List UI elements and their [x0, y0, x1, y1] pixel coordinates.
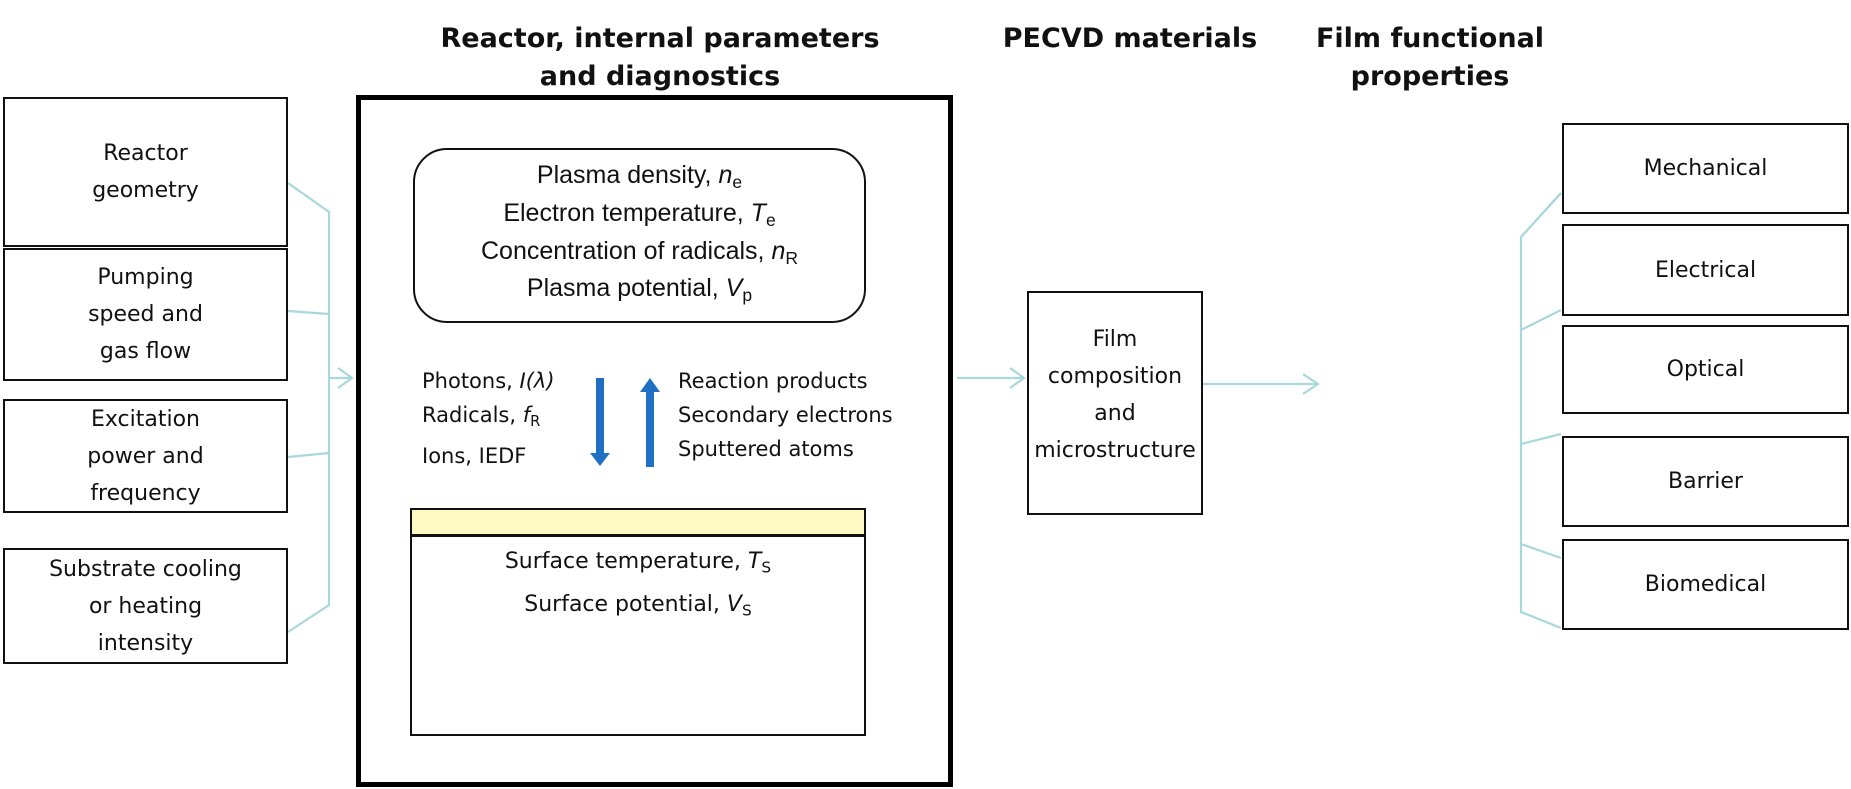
up-arrow-head-icon	[640, 378, 660, 392]
film-to-properties-arrowhead	[1302, 373, 1320, 395]
input-text: Substrate cooling	[49, 556, 242, 582]
flux-down-item: Photons, I(λ)	[422, 369, 555, 393]
property-connector-optical	[1520, 432, 1562, 446]
flux-up-item: Sputtered atoms	[678, 437, 854, 461]
flux-up-item: Secondary electrons	[678, 403, 893, 427]
flux-up-list: Reaction products Secondary electrons Sp…	[678, 364, 893, 466]
property-label: Optical	[1666, 357, 1745, 382]
plasma-parameter: Plasma density, ne	[536, 160, 743, 192]
surface-parameter-subscript: S	[741, 601, 752, 620]
property-box-mechanical: Mechanical	[1562, 123, 1849, 214]
surface-parameter: Surface potential, VS	[524, 592, 752, 620]
flux-down-list: Photons, I(λ) Radicals, fR Ions, IEDF	[422, 364, 555, 473]
property-box-biomedical: Biomedical	[1562, 539, 1849, 630]
film-composition-box: Film composition and microstructure	[1027, 291, 1203, 515]
reactor-header: Reactor, internal parameters and diagnos…	[420, 20, 900, 96]
surface-parameter-symbol: V	[726, 592, 742, 618]
property-label: Mechanical	[1643, 156, 1768, 181]
plasma-parameter-symbol: n	[718, 160, 733, 189]
input-box-pumping: Pumping speed and gas flow	[3, 248, 288, 381]
plasma-parameter: Electron temperature, Te	[503, 198, 776, 230]
reactor-frame	[356, 95, 953, 787]
input-connector-3	[287, 451, 330, 459]
flux-up-item: Reaction products	[678, 369, 868, 393]
input-box-reactor-geometry: Reactor geometry	[3, 97, 288, 247]
flux-down-item-symbol: I(λ)	[519, 369, 555, 393]
plasma-parameter: Plasma potential, Vp	[526, 274, 753, 306]
properties-header-line2: properties	[1350, 61, 1510, 92]
property-connector-1	[1519, 192, 1562, 630]
plasma-parameter-subscript: e	[765, 209, 776, 230]
surface-parameter-subscript: S	[761, 558, 772, 577]
down-arrow-head-icon	[590, 453, 610, 466]
plasma-parameter-symbol: V	[725, 274, 743, 303]
input-text: geometry	[92, 178, 199, 203]
input-connector-2	[287, 309, 330, 316]
film-text: and	[1094, 401, 1136, 426]
reactor-header-line1: Reactor, internal parameters	[440, 23, 880, 54]
property-box-optical: Optical	[1562, 325, 1849, 414]
property-box-electrical: Electrical	[1562, 224, 1849, 316]
property-label: Barrier	[1668, 469, 1743, 494]
flux-down-item: Radicals, fR	[422, 403, 541, 431]
input-text: Pumping	[97, 265, 194, 290]
property-connector-barrier	[1520, 542, 1562, 560]
property-label: Biomedical	[1644, 572, 1767, 597]
input-text: intensity	[97, 630, 194, 656]
reactor-header-line2: and diagnostics	[539, 61, 781, 92]
property-box-barrier: Barrier	[1562, 436, 1849, 527]
input-text: Reactor	[103, 141, 188, 166]
property-label: Electrical	[1654, 257, 1757, 283]
plasma-parameter-subscript: p	[742, 285, 753, 306]
property-connector-mechanical	[1520, 192, 1562, 238]
down-arrow-shaft-icon	[596, 378, 604, 456]
input-text: or heating	[88, 593, 203, 619]
input-text: speed and	[88, 302, 203, 327]
input-to-reactor-arrowhead	[337, 367, 354, 389]
input-box-excitation: Excitation power and frequency	[3, 399, 288, 513]
plasma-parameter-subscript: e	[732, 171, 743, 192]
surface-parameter-symbol: T	[747, 549, 762, 574]
input-text: gas flow	[99, 339, 192, 364]
flux-arrows	[590, 378, 660, 467]
deposited-film-layer	[410, 508, 866, 537]
input-box-substrate: Substrate cooling or heating intensity	[3, 548, 288, 664]
input-text: frequency	[90, 480, 201, 506]
plasma-parameters-box: Plasma density, ne Electron temperature, …	[413, 148, 866, 323]
plasma-parameter-symbol: T	[750, 198, 766, 227]
materials-header: PECVD materials	[1002, 23, 1258, 54]
flux-down-item: Ions, IEDF	[422, 444, 527, 469]
film-text: Film	[1092, 327, 1138, 352]
plasma-parameter-subscript: R	[785, 247, 798, 268]
plasma-parameter-symbol: n	[771, 236, 786, 265]
flux-down-item-symbol: f	[522, 403, 531, 427]
film-text: microstructure	[1034, 438, 1196, 463]
plasma-parameter: Concentration of radicals, nR	[481, 236, 798, 268]
surface-parameter: Surface temperature, TS	[504, 549, 772, 577]
up-arrow-shaft-icon	[646, 389, 654, 467]
property-connector-electrical	[1520, 309, 1562, 331]
input-text: Excitation	[90, 406, 200, 432]
properties-header-line1: Film functional	[1315, 23, 1545, 54]
input-connector-1	[287, 182, 331, 633]
flux-down-item-subscript: R	[530, 413, 541, 431]
properties-header: Film functional properties	[1300, 20, 1560, 96]
film-text: composition	[1047, 364, 1183, 389]
input-text: power and	[87, 443, 204, 469]
substrate-surface-box: Surface temperature, TS Surface potential…	[410, 535, 866, 736]
reactor-to-film-arrowhead	[1009, 367, 1026, 389]
